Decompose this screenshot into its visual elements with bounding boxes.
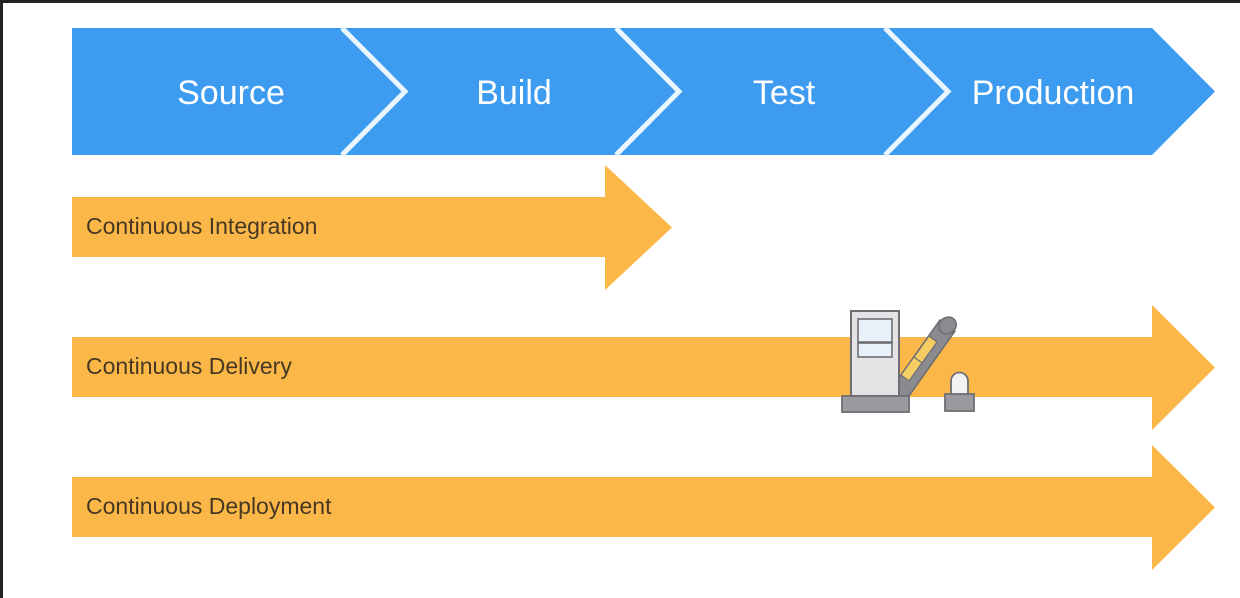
pipeline-stage-production-label: Production <box>972 74 1135 112</box>
chevron-separator-2-icon <box>614 26 683 157</box>
continuous-integration-arrow <box>72 165 672 290</box>
canvas-left-border <box>0 0 3 598</box>
continuous-integration-label: Continuous Integration <box>86 213 317 239</box>
bollard-body <box>950 371 969 397</box>
bollard-icon <box>944 371 975 412</box>
booth-window-upper <box>857 318 893 343</box>
pipeline-stage-test-label: Test <box>753 74 816 112</box>
track-continuous-integration: Continuous Integration <box>72 165 672 290</box>
continuous-delivery-label: Continuous Delivery <box>86 353 292 379</box>
track-continuous-deployment: Continuous Deployment <box>72 445 1215 570</box>
pipeline-stage-source-label: Source <box>177 74 285 112</box>
pipeline-bar-shape <box>72 28 1215 155</box>
chevron-separator-1-icon <box>340 26 409 157</box>
continuous-deployment-arrow <box>72 445 1215 570</box>
barrier-arm-icon <box>883 316 957 411</box>
track-continuous-delivery: Continuous Delivery <box>72 305 1215 430</box>
booth-base <box>841 395 910 413</box>
pipeline-bar: Source Build Test Production <box>72 26 1215 157</box>
continuous-delivery-arrow <box>72 305 1215 430</box>
pipeline-stage-build-label: Build <box>476 74 552 112</box>
bollard-base <box>944 393 975 412</box>
booth-window-lower <box>857 342 893 358</box>
barrier-arm-tip <box>938 316 957 335</box>
booth-icon <box>841 310 910 413</box>
canvas-top-border <box>0 0 1240 3</box>
chevron-separator-3-icon <box>883 26 952 157</box>
continuous-deployment-label: Continuous Deployment <box>86 493 332 519</box>
toll-booth-gate-icon <box>841 310 975 413</box>
barrier-arm-stripe-2 <box>913 335 938 364</box>
